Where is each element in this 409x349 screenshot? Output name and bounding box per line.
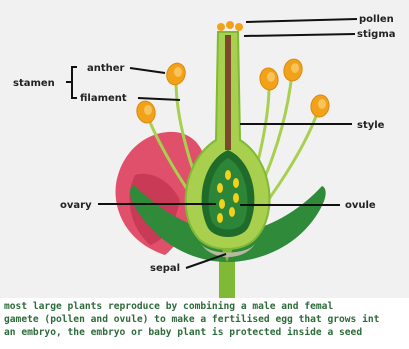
label-ovule: ovule (345, 200, 376, 211)
label-filament: filament (80, 93, 127, 104)
pollen-grains (217, 21, 243, 31)
label-anther: anther (87, 63, 125, 74)
flower-diagram: pollen stigma stamen anther filament sty… (0, 0, 409, 298)
style-tube (225, 35, 231, 150)
label-sepal: sepal (150, 263, 180, 274)
label-stigma: stigma (357, 29, 396, 40)
caption-line-1: most large plants reproduce by combining… (4, 300, 406, 313)
caption-line-2: gamete (pollen and ovule) to make a fert… (4, 313, 406, 326)
label-ovary: ovary (60, 200, 92, 211)
label-stamen: stamen (13, 78, 55, 89)
label-style: style (357, 120, 385, 131)
label-pollen: pollen (359, 14, 394, 25)
caption-text: most large plants reproduce by combining… (4, 300, 406, 339)
caption-line-3: an embryo, the embryo or baby plant is p… (4, 326, 406, 339)
